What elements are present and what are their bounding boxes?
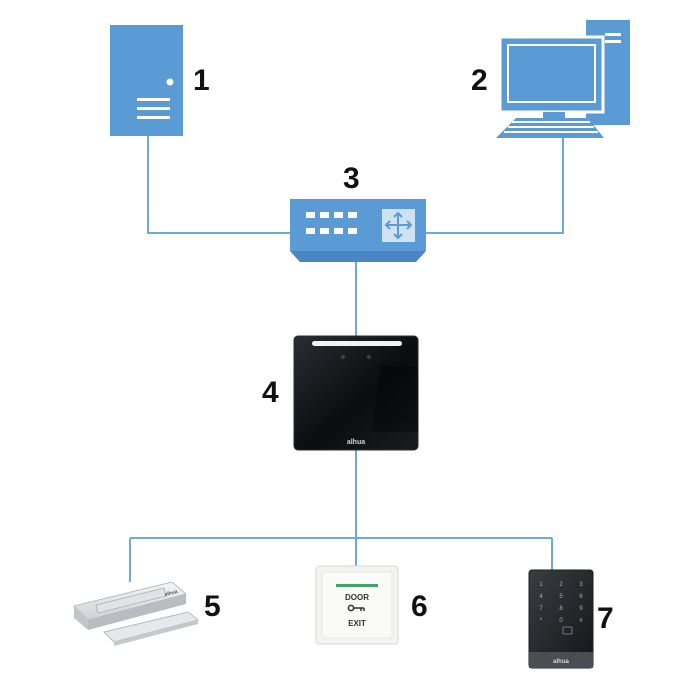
- keypad-key: 4: [539, 594, 543, 600]
- keypad-key: *: [540, 618, 543, 624]
- label-keypad: 7: [597, 602, 614, 635]
- terminal-brand-text: alhua: [347, 439, 365, 446]
- line-workstation-switch: [426, 138, 564, 234]
- keypad-keys: 1 2 3 4 5 6 7 8 9 * 0 #: [539, 582, 583, 624]
- keypad-reader-icon: alhua 1 2 3 4 5 6 7 8 9 * 0 #: [528, 569, 594, 669]
- keypad-key: 7: [539, 606, 543, 612]
- magnetic-lock-icon: alhua: [73, 581, 200, 646]
- keypad-key: 6: [579, 594, 583, 600]
- exit-button-icon: DOOR EXIT: [315, 565, 399, 645]
- connection-lines: [129, 136, 564, 582]
- exit-button-line2: EXIT: [348, 619, 366, 628]
- label-server: 1: [193, 64, 210, 97]
- label-maglock: 5: [204, 590, 221, 623]
- access-terminal-icon: alhua: [293, 335, 419, 451]
- keypad-key: 3: [579, 582, 583, 588]
- label-switch: 3: [343, 162, 360, 195]
- label-exit-button: 6: [411, 590, 428, 623]
- keypad-key: 5: [559, 594, 563, 600]
- keypad-key: 8: [559, 606, 563, 612]
- maglock-brand-text: alhua: [164, 589, 178, 598]
- label-workstation: 2: [471, 64, 488, 97]
- keypad-key: 1: [539, 582, 543, 588]
- switch-icon: [290, 199, 426, 262]
- keypad-key: 2: [559, 582, 563, 588]
- server-icon: [110, 25, 183, 136]
- keypad-brand-text: alhua: [553, 659, 569, 665]
- label-terminal: 4: [262, 376, 279, 409]
- keypad-key: 9: [579, 606, 583, 612]
- keypad-key: #: [579, 618, 583, 624]
- line-server-switch: [147, 136, 290, 234]
- workstation-icon: [496, 20, 630, 138]
- keypad-key: 0: [559, 618, 563, 624]
- exit-button-line1: DOOR: [345, 593, 369, 602]
- key-icon: [347, 604, 365, 612]
